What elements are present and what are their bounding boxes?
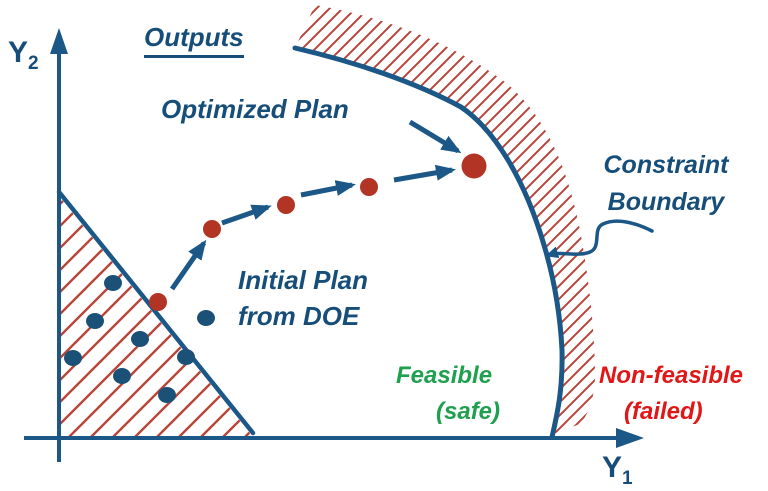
- doe-points: [64, 275, 215, 403]
- doe-point: [113, 368, 131, 384]
- path-arrows: [169, 119, 462, 291]
- path-arrow-icon: [300, 180, 356, 198]
- initial-plan-label: Initial Plan from DOE: [238, 262, 368, 334]
- y-axis-arrowhead-icon: [50, 28, 68, 54]
- constraint-hatch-region: [295, 5, 595, 434]
- feasible-label: Feasible: [396, 362, 493, 389]
- outputs-title: Outputs: [144, 22, 244, 58]
- optimization-path-point: [149, 293, 167, 311]
- initial-plan-line1: Initial Plan: [238, 265, 369, 295]
- y1-axis-subscript: 1: [622, 468, 633, 489]
- doe-point: [64, 350, 82, 366]
- optimization-path-points: [149, 153, 487, 311]
- lower-constraint-hatch-region: [59, 196, 253, 437]
- doe-point: [131, 331, 149, 347]
- feasible-safe-label: (safe): [436, 398, 501, 425]
- x-axis-arrowhead-icon: [616, 428, 644, 448]
- doe-point: [197, 310, 215, 326]
- y1-axis-label: Y1: [602, 451, 633, 489]
- optimization-path-point: [203, 220, 221, 238]
- path-arrow-icon: [393, 164, 456, 183]
- constraint-pointer-squiggle: [545, 219, 654, 259]
- constraint-boundary-line1: Constraint: [603, 151, 729, 179]
- optimized-plan-label: Optimized Plan: [161, 94, 349, 124]
- constraint-boundary-curve: [292, 45, 565, 440]
- optimization-path-point: [277, 196, 295, 214]
- non-feasible-label: Non-feasible: [599, 362, 744, 389]
- path-arrow-icon: [408, 119, 462, 154]
- constraint-boundary-label: Constraint Boundary: [596, 147, 736, 221]
- y1-axis-letter: Y: [602, 451, 623, 484]
- constraint-boundary-line2: Boundary: [607, 188, 725, 216]
- optimization-path-point: [360, 178, 378, 196]
- doe-point: [177, 349, 195, 365]
- path-arrow-icon: [221, 204, 272, 226]
- doe-point: [86, 313, 104, 329]
- doe-point: [104, 275, 122, 291]
- initial-plan-line2: from DOE: [238, 301, 360, 331]
- lower-constraint-line: [56, 189, 256, 436]
- y2-axis-subscript: 2: [28, 53, 39, 74]
- optimum-point: [461, 153, 487, 179]
- doe-point: [158, 387, 176, 403]
- path-arrow-icon: [169, 239, 207, 291]
- y2-axis-label: Y2: [8, 36, 39, 74]
- non-feasible-failed-label: (failed): [624, 398, 703, 425]
- y2-axis-letter: Y: [8, 36, 29, 69]
